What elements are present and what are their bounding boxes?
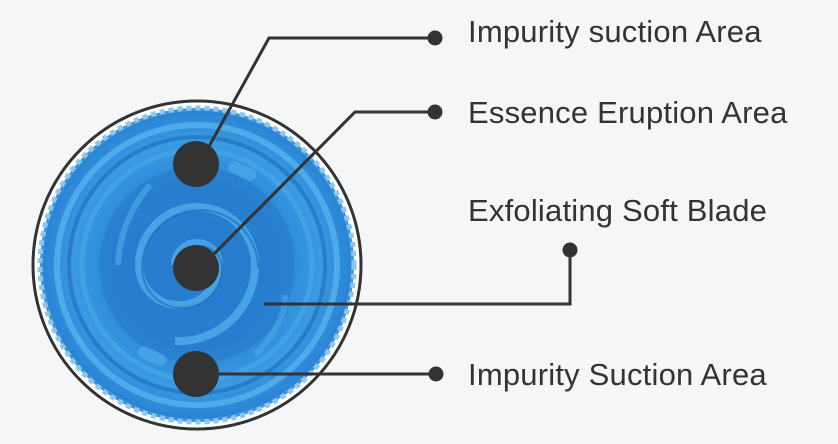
label-exfoliating-blade: Exfoliating Soft Blade	[468, 193, 768, 228]
marker-dot	[173, 245, 219, 291]
callout-exfoliating-blade	[264, 242, 578, 306]
callout-essence-eruption	[173, 104, 443, 291]
label-impurity-suction-top: Impurity suction Area	[468, 14, 762, 49]
connector-dot	[427, 104, 443, 120]
connector-dot	[427, 30, 443, 46]
label-essence-eruption: Essence Eruption Area	[468, 95, 788, 130]
marker-dot	[173, 141, 219, 187]
marker-dot	[173, 351, 219, 397]
connector-dot	[562, 242, 578, 258]
callout-impurity-suction-bottom	[173, 351, 444, 397]
connector-dot	[428, 366, 444, 382]
label-impurity-suction-bottom: Impurity Suction Area	[468, 357, 767, 392]
callout-impurity-suction-top	[173, 30, 443, 187]
